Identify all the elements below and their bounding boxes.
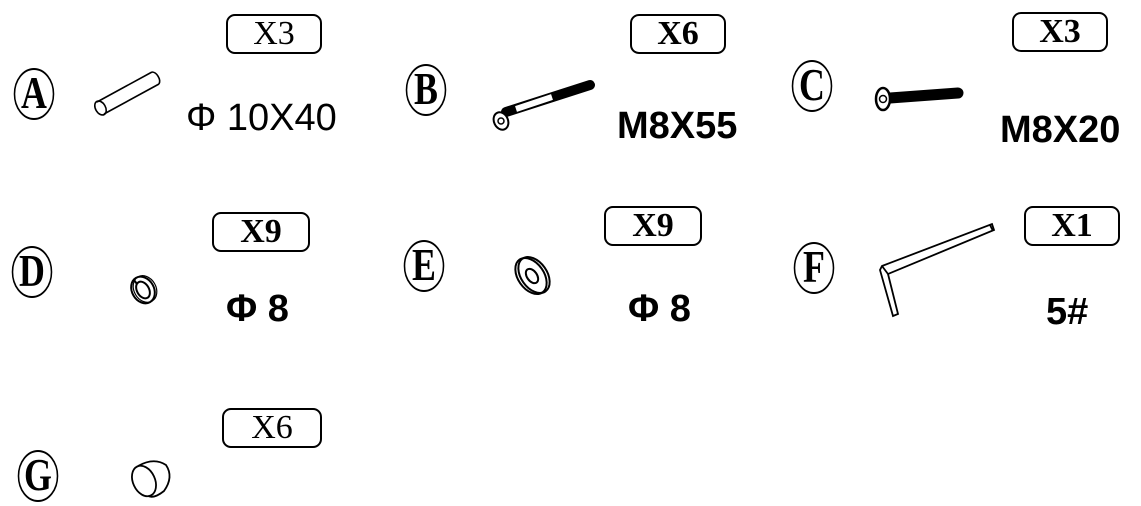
qty-badge-c: X3 [1012, 12, 1108, 52]
part-letter-f: F [793, 242, 835, 294]
part-letter-b: B [405, 64, 447, 116]
part-letter-c: C [791, 60, 833, 112]
part-letter-g: G [17, 450, 59, 502]
part-letter-d: D [11, 246, 53, 298]
spec-label-c: M8X20 [1000, 109, 1121, 151]
qty-badge-f: X1 [1024, 206, 1120, 246]
part-letter-a: A [13, 68, 55, 120]
spec-label-f: 5# [1046, 291, 1089, 333]
qty-badge-g: X6 [222, 408, 322, 448]
short-bolt-icon [874, 86, 964, 112]
spec-label-d: Φ 8 [226, 288, 289, 330]
pin-icon [93, 71, 161, 116]
spec-label-a: Φ 10X40 [186, 97, 337, 139]
qty-badge-b: X6 [630, 14, 726, 54]
spring-washer-icon [130, 275, 158, 305]
spec-label-b: M8X55 [617, 105, 738, 147]
qty-badge-a: X3 [226, 14, 322, 54]
end-cap-icon [131, 460, 171, 498]
qty-badge-e: X9 [604, 206, 702, 246]
qty-badge-d: X9 [212, 212, 310, 252]
part-letter-e: E [403, 240, 445, 292]
spec-label-e: Φ 8 [628, 288, 691, 330]
long-bolt-icon [492, 80, 595, 131]
flat-washer-icon [514, 255, 551, 296]
allen-key-icon [879, 222, 996, 318]
